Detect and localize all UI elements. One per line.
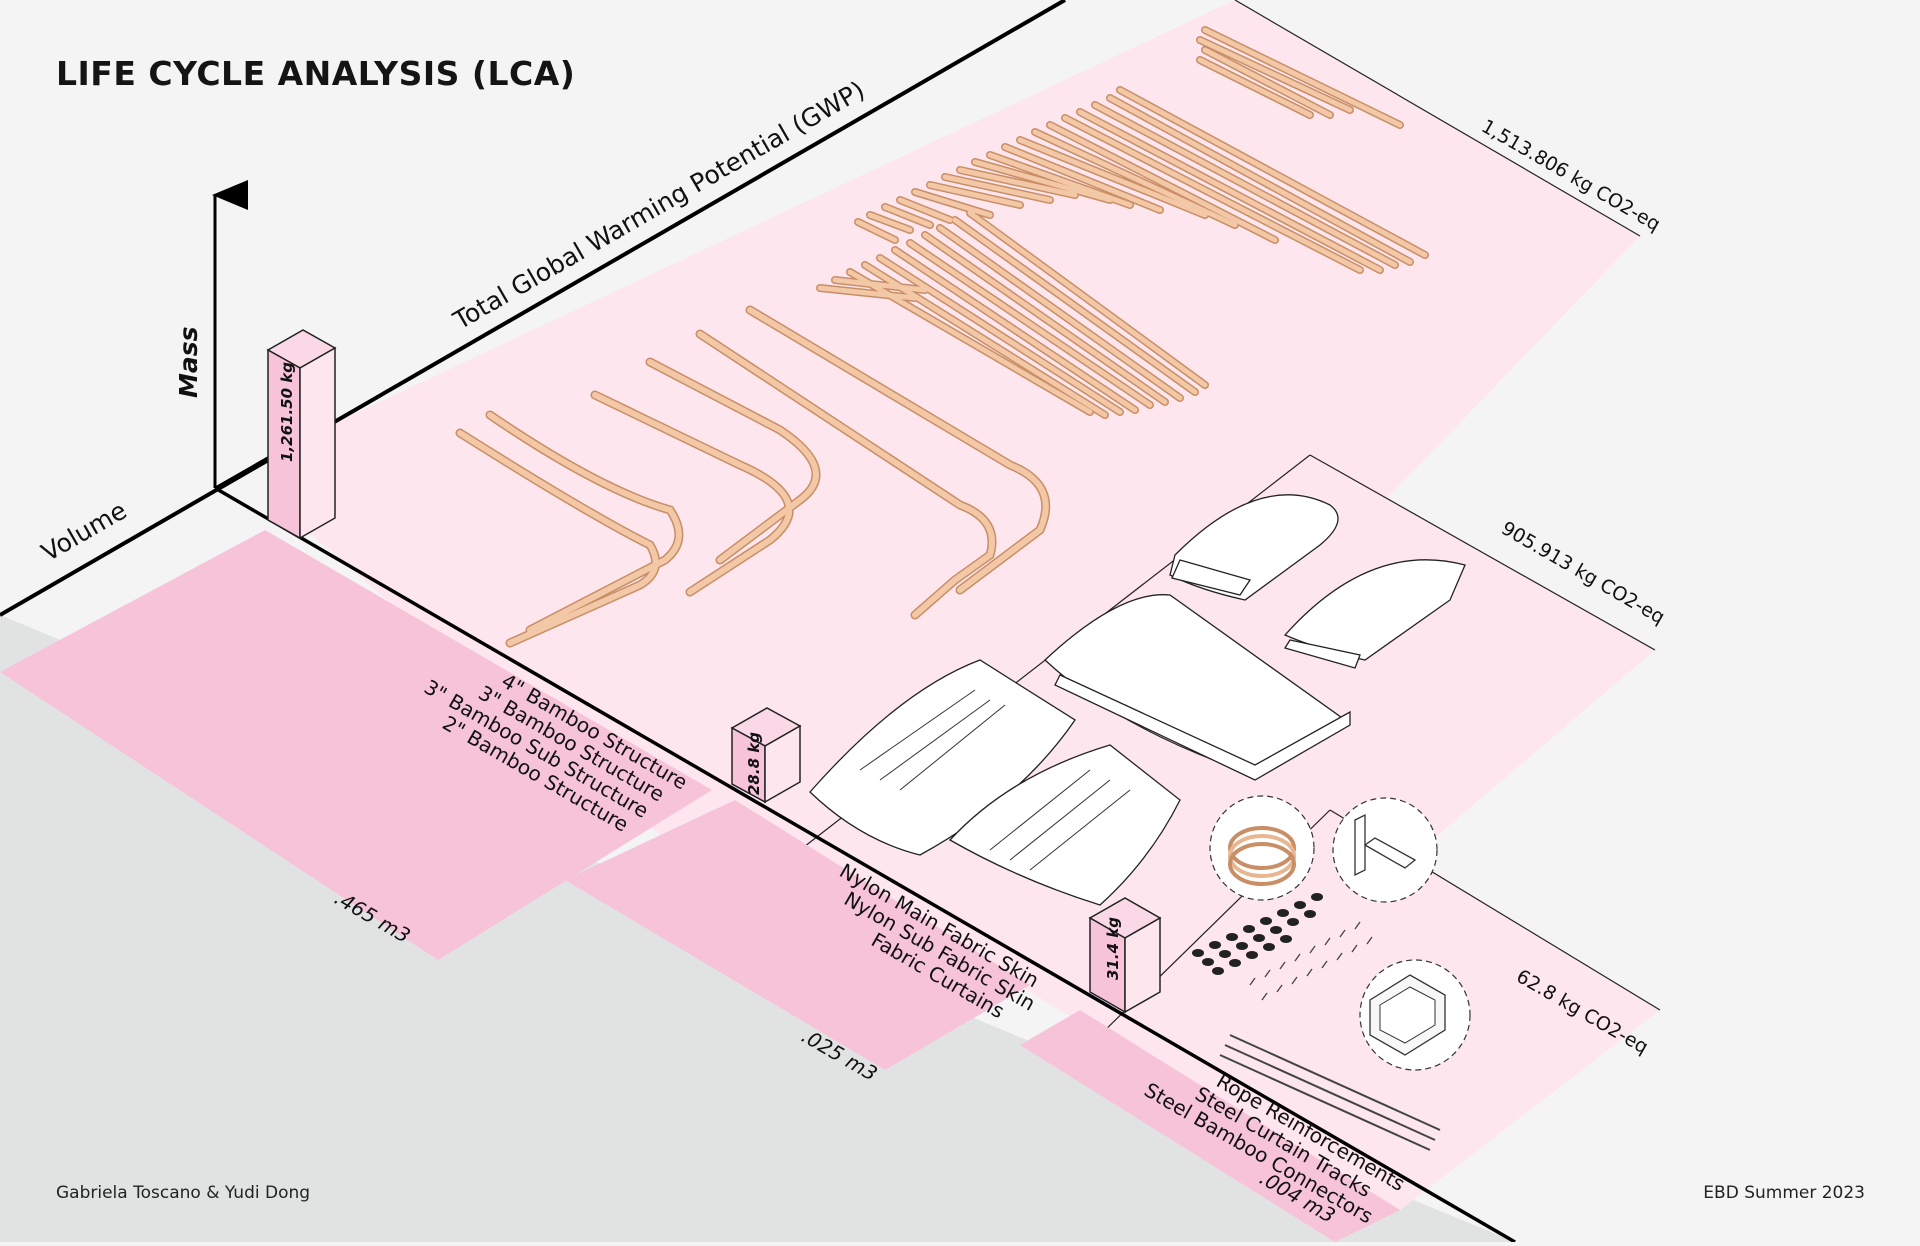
mass-axis-label: Mass xyxy=(174,326,203,398)
steel-track-detail xyxy=(1359,959,1471,1071)
bamboo-straight-poles xyxy=(816,26,1429,419)
connector-detail xyxy=(1332,797,1438,903)
bamboo-bent-poles xyxy=(455,305,1051,648)
mass-value-bamboo: 1,261.50 kg xyxy=(278,362,296,462)
footer-course: EBD Summer 2023 xyxy=(1703,1183,1865,1203)
mass-bar-connectors xyxy=(1088,897,1162,1014)
mass-value-fabric: 28.8 kg xyxy=(745,732,763,795)
volume-axis-line xyxy=(0,0,1067,617)
mass-value-connectors: 31.4 kg xyxy=(1104,917,1122,980)
volume-plane-bamboo xyxy=(0,530,712,960)
volume-plane-fabric xyxy=(565,800,1030,1070)
footer-authors: Gabriela Toscano & Yudi Dong xyxy=(56,1183,310,1203)
fabric-pieces xyxy=(809,494,1466,906)
back-wall xyxy=(1065,0,1920,60)
page-title: LIFE CYCLE ANALYSIS (LCA) xyxy=(56,54,575,93)
steel-tracks xyxy=(1219,1034,1441,1151)
volume-plane-connectors xyxy=(1020,1010,1400,1242)
mass-bar-fabric xyxy=(730,707,802,804)
rope-coil-detail xyxy=(1209,795,1315,901)
gwp-baseline xyxy=(214,486,1516,1244)
fastener-grid xyxy=(1192,893,1323,975)
mass-bar-bamboo xyxy=(266,329,337,540)
